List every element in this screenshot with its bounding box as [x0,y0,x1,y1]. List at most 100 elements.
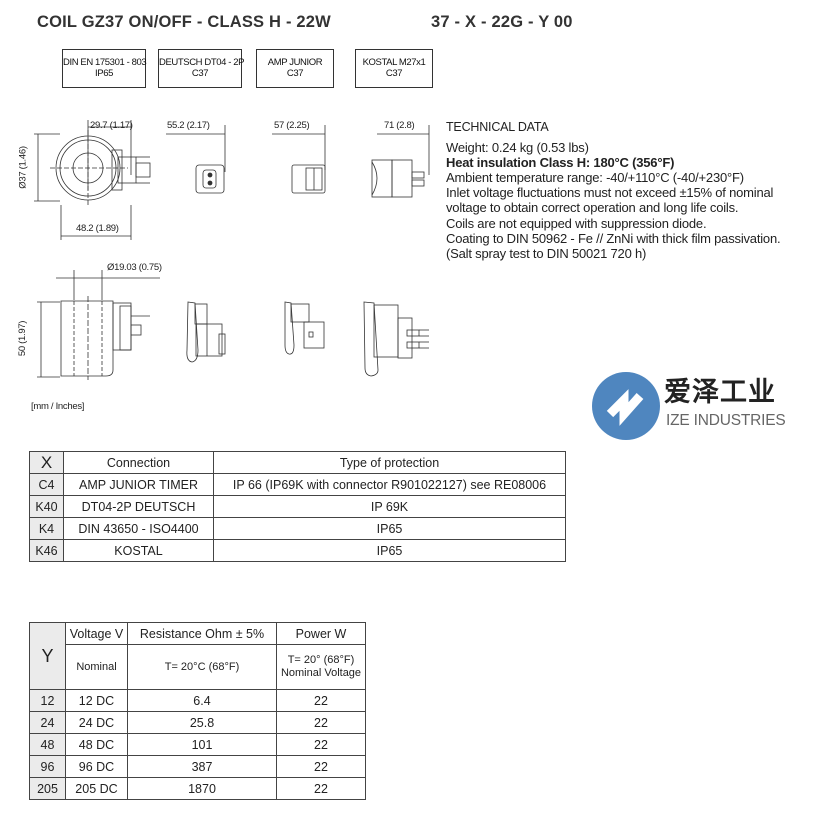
connector-name: DIN EN 175301 - 803 [63,57,147,68]
cell: 25.8 [127,711,277,734]
cell: IP 69K [213,495,566,518]
order-code: 37 - X - 22G - Y 00 [431,13,573,31]
cell: 48 [29,733,66,756]
cell: 22 [276,755,366,778]
cell: 22 [276,733,366,756]
tech-line: Heat insulation Class H: 180°C (356°F) [446,155,675,171]
column-header: Voltage V [65,622,128,645]
dimension-label: 57 (2.25) [274,120,310,131]
subheader: T= 20°C (68°F) [127,644,277,690]
logo-text-cn: 爱泽工业 [664,377,776,408]
subheader-line: T= 20° (68°F) [287,654,355,666]
cell: 1870 [127,777,277,800]
cell: 6.4 [127,689,277,712]
voltage-table: Y Voltage V Resistance Ohm ± 5% Power W … [29,622,366,800]
tech-line: Inlet voltage fluctuations must not exce… [446,185,774,201]
column-header: Connection [63,451,214,474]
cell: IP65 [213,517,566,540]
kostal-side-view [363,301,429,377]
cell: 22 [276,711,366,734]
cell: IP 66 (IP69K with connector R901022127) … [213,473,566,496]
connector-name: KOSTAL M27x1 [362,57,426,68]
coil-front-view [34,120,151,240]
dimension-label: 29.7 (1.17) [90,120,133,131]
subheader: Nominal [65,644,128,690]
amp-top-view [272,125,326,194]
cell: 22 [276,689,366,712]
tech-line: Coating to DIN 50962 - Fe // ZnNi with t… [446,230,781,246]
cell: IP65 [213,539,566,562]
technical-drawings [34,120,430,380]
dimension-label: 71 (2.8) [384,120,415,131]
subheader-line: Nominal Voltage [280,667,362,679]
connector-box-deutsch: DEUTSCH DT04 - 2P C37 [158,49,244,88]
cell: AMP JUNIOR TIMER [63,473,214,496]
tech-line: Ambient temperature range: -40/+110°C (-… [446,170,744,186]
connector-box-din: DIN EN 175301 - 803 IP65 [62,49,147,88]
connector-rating: C37 [385,68,403,79]
kostal-top-view [371,125,430,198]
cell: KOSTAL [63,539,214,562]
tech-line: (Salt spray test to DIN 50021 720 h) [446,245,647,261]
connector-name: AMP JUNIOR [267,57,323,68]
cell: 48 DC [65,733,128,756]
cell: 205 DC [65,777,128,800]
dimension-label: 55.2 (2.17) [167,120,210,131]
column-header: X [29,451,64,474]
cell: K46 [29,539,64,562]
coil-side-view [37,270,160,380]
table-header-row: Y Voltage V Resistance Ohm ± 5% Power W [29,622,366,690]
connector-box-amp: AMP JUNIOR C37 [256,49,334,88]
logo-text-en: IZE INDUSTRIES [666,412,786,429]
cell: K40 [29,495,64,518]
connector-rating: IP65 [95,68,113,79]
column-header: Resistance Ohm ± 5% [127,622,277,645]
cell: DT04-2P DEUTSCH [63,495,214,518]
column-header: Power W [276,622,366,645]
table-header-row: X Connection Type of protection [29,451,566,474]
dimension-label: 48.2 (1.89) [76,223,119,234]
connector-rating: C37 [286,68,304,79]
subheader: T= 20° (68°F)Nominal Voltage [276,644,366,690]
deutsch-top-view [166,125,226,194]
cell: C4 [29,473,64,496]
column-header: Y [29,622,66,690]
technical-data: TECHNICAL DATA Weight: 0.24 kg (0.53 lbs… [446,120,781,261]
units-label: [mm / Inches] [31,401,85,412]
column-header: Type of protection [213,451,566,474]
connector-box-kostal: KOSTAL M27x1 C37 [355,49,433,88]
amp-side-view [284,301,325,355]
tech-line: voltage to obtain correct operation and … [446,200,739,216]
cell: DIN 43650 - ISO4400 [63,517,214,540]
cell: 96 [29,755,66,778]
tech-line: Coils are not equipped with suppression … [446,215,707,231]
cell: 101 [127,733,277,756]
dimension-label: 50 (1.97) [17,320,29,357]
cell: 387 [127,755,277,778]
dimension-label: Ø37 (1.46) [17,146,29,189]
cell: 22 [276,777,366,800]
cell: 96 DC [65,755,128,778]
cell: 12 DC [65,689,128,712]
cell: 12 [29,689,66,712]
connector-rating: C37 [191,68,209,79]
logo-mark-icon [592,372,660,440]
table-subheader-row: Nominal T= 20°C (68°F) T= 20° (68°F)Nomi… [30,644,366,690]
cell: K4 [29,517,64,540]
dimension-label: Ø19.03 (0.75) [107,262,162,273]
cell: 24 DC [65,711,128,734]
page-title: COIL GZ37 ON/OFF - CLASS H - 22W [37,13,331,31]
deutsch-side-view [186,301,226,363]
cell: 24 [29,711,66,734]
technical-data-heading: TECHNICAL DATA [446,120,549,134]
